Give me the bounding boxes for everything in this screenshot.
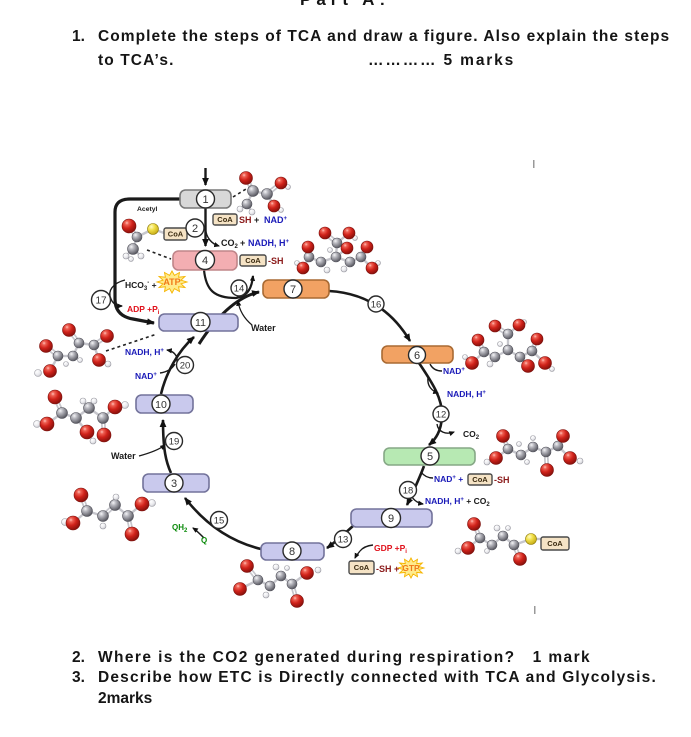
svg-text:-SH: -SH	[268, 256, 284, 266]
svg-text:Water: Water	[251, 323, 276, 333]
svg-text:NAD+: NAD+	[264, 215, 288, 225]
svg-text:16: 16	[371, 299, 382, 310]
svg-text:4: 4	[202, 255, 208, 267]
svg-text:NADH, H+: NADH, H+	[125, 347, 164, 357]
svg-text:NAD+: NAD+	[443, 366, 465, 376]
svg-text:SH: SH	[239, 215, 252, 225]
svg-text:CoA: CoA	[472, 475, 488, 484]
svg-text:+: +	[254, 215, 259, 225]
svg-text:13: 13	[338, 534, 349, 545]
svg-text:CO2: CO2	[463, 429, 480, 441]
svg-text:NAD+: NAD+	[135, 371, 157, 381]
svg-text:Water: Water	[111, 451, 136, 461]
svg-text:ADP +Pi: ADP +Pi	[127, 304, 160, 316]
svg-text:5: 5	[427, 451, 433, 463]
svg-text:Acetyl: Acetyl	[137, 206, 158, 213]
svg-text:17: 17	[95, 296, 107, 307]
svg-text:-SH +: -SH +	[376, 564, 399, 574]
svg-text:CoA: CoA	[547, 539, 563, 548]
svg-text:2: 2	[192, 223, 198, 235]
svg-text:12: 12	[436, 409, 447, 420]
svg-text:19: 19	[169, 436, 180, 447]
svg-text:NAD+ +: NAD+ +	[434, 474, 463, 484]
svg-text:11: 11	[195, 317, 206, 329]
svg-text:3: 3	[171, 478, 177, 490]
svg-text:GDP +Pi: GDP +Pi	[374, 543, 407, 555]
svg-text:1: 1	[202, 194, 208, 206]
svg-text:14: 14	[234, 283, 245, 294]
svg-text:7: 7	[290, 284, 296, 296]
svg-text:CoA: CoA	[168, 230, 184, 239]
svg-text:18: 18	[403, 485, 414, 496]
svg-text:NADH, H+: NADH, H+	[447, 389, 486, 399]
svg-text:+: +	[240, 238, 245, 248]
svg-text:CoA: CoA	[217, 215, 233, 224]
svg-text:GTP: GTP	[402, 563, 420, 573]
svg-text:CoA: CoA	[354, 563, 370, 572]
svg-text:Q: Q	[201, 536, 207, 545]
svg-text:8: 8	[289, 546, 295, 558]
svg-text:NADH, H+: NADH, H+	[248, 238, 290, 248]
svg-text:NADH, H+ + CO2: NADH, H+ + CO2	[425, 496, 490, 508]
svg-text:15: 15	[214, 515, 225, 526]
svg-text:20: 20	[180, 360, 191, 371]
svg-text:9: 9	[388, 513, 394, 525]
svg-text:ATP: ATP	[163, 277, 180, 287]
svg-text:QH2: QH2	[172, 523, 188, 534]
svg-text:10: 10	[155, 399, 167, 411]
svg-text:-SH: -SH	[494, 475, 510, 485]
svg-text:6: 6	[414, 350, 420, 362]
svg-text:CO2: CO2	[221, 238, 239, 250]
svg-text:HCO3- +: HCO3- +	[125, 280, 157, 292]
svg-text:CoA: CoA	[245, 256, 261, 265]
